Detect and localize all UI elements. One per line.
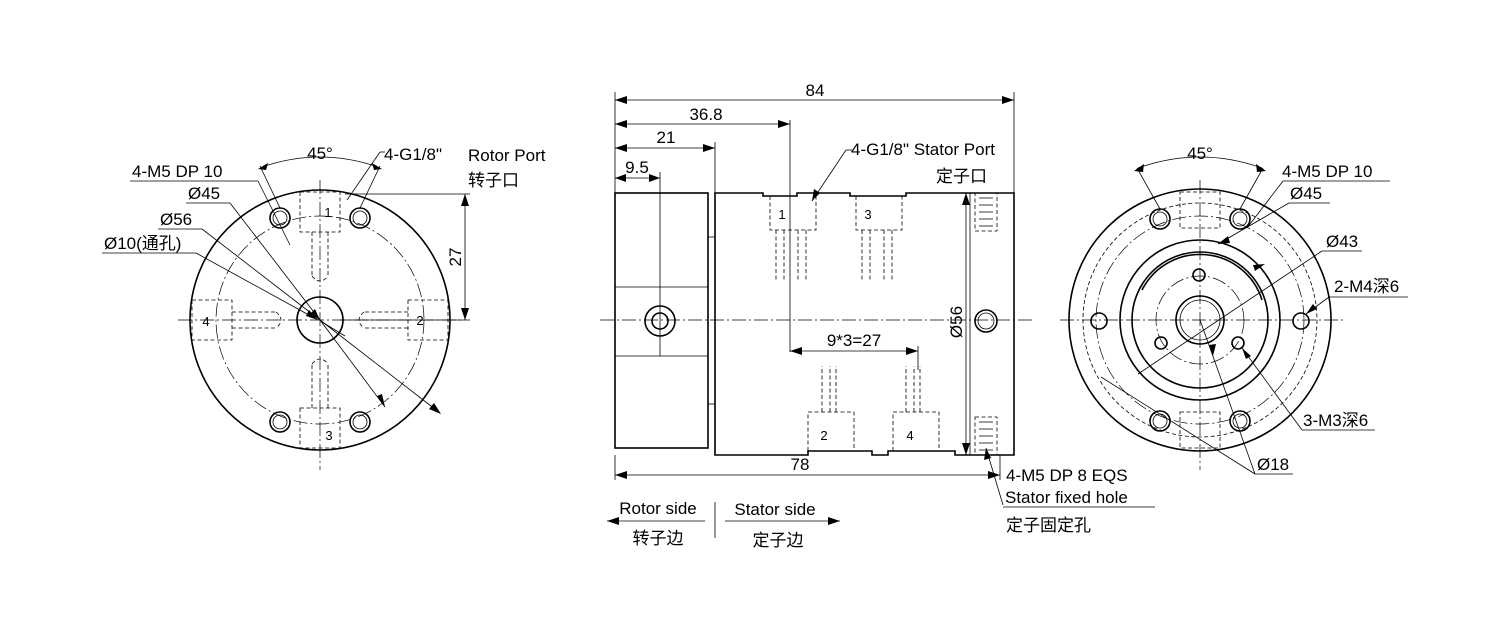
left-port-number-3: 3 xyxy=(325,428,332,443)
right-outer-circle xyxy=(1068,188,1332,452)
right-view: 45° 4-M5 DP 10 Ø45 Ø43 2-M4深6 3-M3深6 Ø18 xyxy=(1060,144,1408,475)
right-hidden-slots xyxy=(1179,191,1221,449)
left-port-number-4: 4 xyxy=(202,314,209,329)
stator-side-label: Stator side xyxy=(734,500,815,519)
rotor-side-label-cn: 转子边 xyxy=(633,529,684,548)
left-outer-dia-label: Ø56 xyxy=(160,210,192,229)
body-length-label: 78 xyxy=(791,455,810,474)
stator-fixed-holes xyxy=(974,192,998,456)
stator-port-callout-cn: 定子口 xyxy=(936,167,987,186)
right-dia-18-label: Ø18 xyxy=(1257,455,1289,474)
right-pitch-circle xyxy=(1095,215,1305,425)
front-view: 1 3 2 4 84 36.8 21 xyxy=(600,81,1155,535)
stator-side-label-cn: 定子边 xyxy=(753,531,804,550)
front-port-number-1: 1 xyxy=(778,207,785,222)
rotor-side-label: Rotor side xyxy=(619,499,696,518)
fixed-hole-title: Stator fixed hole xyxy=(1005,488,1128,507)
right-m3-holes xyxy=(1154,268,1245,350)
body-dia-label: Ø56 xyxy=(947,306,966,338)
front-port-number-3: 3 xyxy=(864,207,871,222)
left-port-number-1: 1 xyxy=(324,205,331,220)
fixed-hole-title-cn: 定子固定孔 xyxy=(1006,516,1091,535)
flange-length-label: 21 xyxy=(657,128,676,147)
right-dia-43-label: Ø43 xyxy=(1326,232,1358,251)
right-inner-step xyxy=(1141,253,1263,301)
left-port-title: Rotor Port xyxy=(468,146,546,165)
right-center-bore xyxy=(1175,295,1225,345)
left-holes-callout: 4-M5 DP 10 xyxy=(132,162,222,181)
right-angle-label: 45° xyxy=(1187,144,1213,163)
left-angle-label: 45° xyxy=(307,144,333,163)
right-holes-callout: 4-M5 DP 10 xyxy=(1282,162,1372,181)
stator-body xyxy=(714,192,1015,456)
left-view: 1 2 3 4 45° 27 4-G1/8" Rotor Port 转子口 4-… xyxy=(102,144,546,470)
left-angle-arc xyxy=(261,156,379,168)
left-port-number-2: 2 xyxy=(416,313,423,328)
stator-port-callout: 4-G1/8" Stator Port xyxy=(851,140,995,159)
overall-length-label: 84 xyxy=(806,81,825,100)
stator-ports-top xyxy=(769,196,903,280)
port-pitch-label: 9*3=27 xyxy=(827,331,881,350)
front-port-number-4: 4 xyxy=(906,428,913,443)
left-bore-label: Ø10(通孔) xyxy=(104,234,181,253)
right-ring-inner xyxy=(1131,251,1269,389)
right-m3-callout: 3-M3深6 xyxy=(1303,411,1368,430)
fixed-hole-callout: 4-M5 DP 8 EQS xyxy=(1006,466,1128,485)
right-m4-holes xyxy=(1090,312,1310,330)
left-port-title-cn: 转子口 xyxy=(468,171,519,190)
side-legend: Rotor side 转子边 Stator side 定子边 xyxy=(607,499,840,550)
left-port-callout: 4-G1/8" xyxy=(384,145,442,164)
front-port-number-2: 2 xyxy=(820,428,827,443)
right-angle-arc xyxy=(1137,156,1263,169)
stator-ports-bottom xyxy=(807,366,940,451)
left-offset-label: 27 xyxy=(446,248,465,267)
right-m4-callout: 2-M4深6 xyxy=(1334,277,1399,296)
right-pcd-label: Ø45 xyxy=(1290,184,1322,203)
right-ring-43 xyxy=(1119,239,1281,401)
rotor-length-label: 36.8 xyxy=(689,105,722,124)
rotor-flange xyxy=(614,192,709,449)
hub-offset-label: 9.5 xyxy=(625,158,649,177)
left-pcd-label: Ø45 xyxy=(188,184,220,203)
